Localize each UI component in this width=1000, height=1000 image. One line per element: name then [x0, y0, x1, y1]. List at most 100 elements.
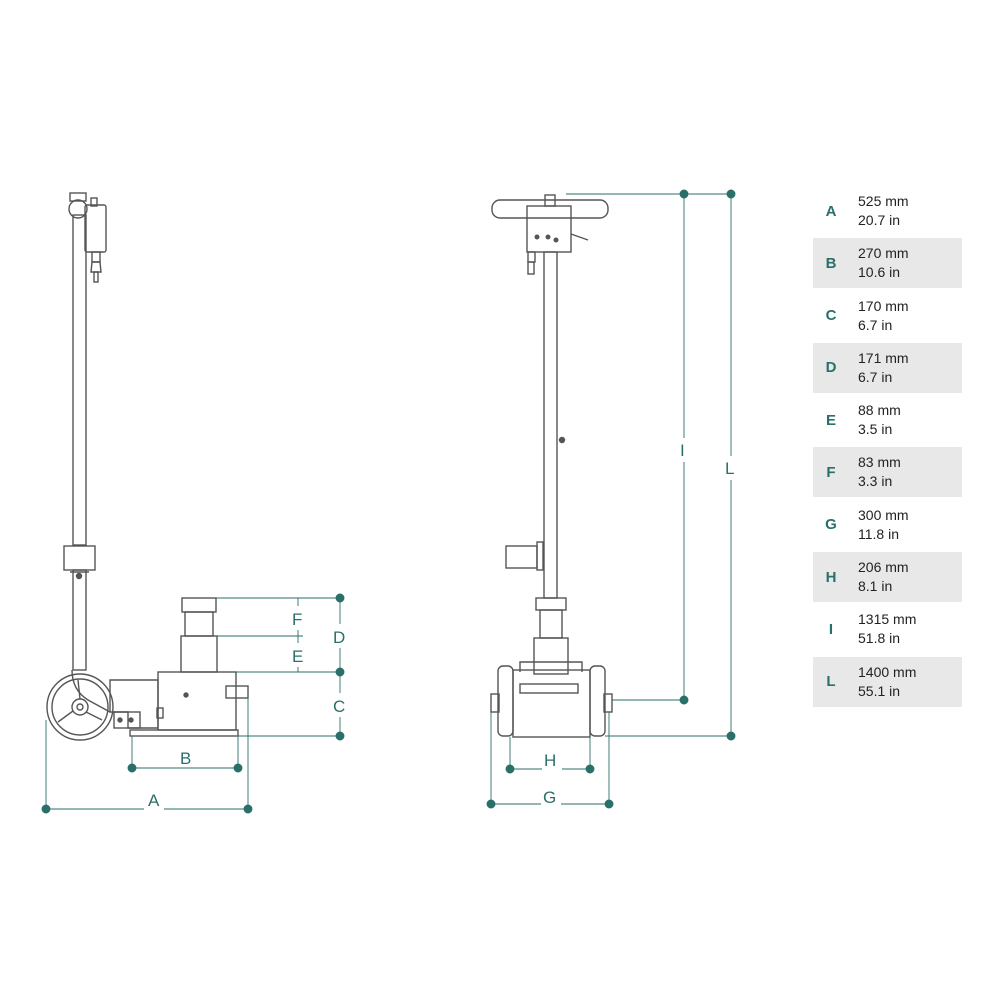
spec-in: 11.8 in	[858, 525, 899, 542]
dim-label-g: G	[543, 788, 556, 807]
side-saddle	[181, 597, 217, 613]
spec-in: 8.1 in	[858, 578, 893, 595]
front-valve-block	[526, 205, 572, 253]
spec-mm: 171 mm	[858, 349, 909, 366]
dim-d-top	[335, 593, 345, 603]
spec-row-c: C 170 mm 6.7 in	[813, 291, 962, 341]
spec-row-a: A 525 mm 20.7 in	[813, 186, 962, 236]
spec-mm: 270 mm	[858, 245, 909, 262]
side-handle-tube	[72, 214, 87, 546]
side-handle-grip	[68, 199, 88, 219]
spec-row-d: D 171 mm 6.7 in	[813, 342, 962, 393]
spec-values: 525 mm 20.7 in	[849, 192, 909, 230]
dim-g-start	[486, 799, 496, 809]
spec-row-f: F 83 mm 3.3 in	[813, 447, 962, 498]
spec-row-h: H 206 mm 8.1 in	[813, 552, 962, 603]
dim-label-b: B	[180, 749, 191, 768]
spec-row-b: B 270 mm 10.6 in	[813, 238, 962, 289]
spec-values: 171 mm 6.7 in	[849, 349, 909, 387]
spec-in: 3.3 in	[858, 473, 893, 490]
dim-label-d: D	[333, 628, 345, 647]
spec-key: A	[825, 202, 837, 220]
dim-c-bottom	[335, 731, 345, 741]
dim-i-top	[679, 189, 689, 199]
dim-b-start	[127, 763, 137, 773]
dim-l-top	[726, 189, 736, 199]
spec-values: 1400 mm 55.1 in	[849, 663, 916, 701]
spec-values: 300 mm 11.8 in	[849, 506, 909, 544]
dim-h-start	[505, 764, 515, 774]
front-shaft	[543, 251, 558, 599]
spec-in: 55.1 in	[858, 682, 901, 699]
spec-mm: 83 mm	[858, 454, 901, 471]
front-base-body	[512, 669, 591, 738]
spec-values: 206 mm 8.1 in	[849, 558, 909, 596]
dim-label-i: I	[680, 441, 685, 460]
spec-key: E	[825, 411, 836, 429]
spec-in: 6.7 in	[858, 368, 893, 385]
dim-b-end	[233, 763, 243, 773]
side-base-body	[109, 679, 159, 729]
dim-d-bottom	[335, 667, 345, 677]
dim-a-start	[41, 804, 51, 814]
spec-mm: 170 mm	[858, 297, 909, 314]
dim-label-f: F	[292, 610, 302, 629]
side-valve-box	[84, 204, 107, 253]
dimension-lines	[41, 189, 736, 814]
dim-i-bottom	[679, 695, 689, 705]
dim-label-l: L	[725, 459, 734, 478]
spec-key: H	[825, 568, 837, 586]
dim-label-h: H	[544, 751, 556, 770]
dim-label-a: A	[148, 791, 160, 810]
spec-table: A 525 mm 20.7 in B 270 mm 10.6 in C 170 mm 6.7 i…	[813, 186, 962, 709]
spec-row-g: G 300 mm 11.8 in	[813, 500, 962, 550]
front-bracket	[505, 545, 538, 569]
spec-in: 3.5 in	[858, 421, 893, 438]
side-wheel	[46, 673, 114, 741]
side-ram-lower	[184, 611, 214, 637]
dim-l-bottom	[726, 731, 736, 741]
front-handle-bar	[491, 199, 609, 219]
spec-row-e: E 88 mm 3.5 in	[813, 395, 962, 445]
side-handle-collar	[63, 545, 96, 571]
spec-key: L	[826, 673, 836, 691]
spec-key: G	[825, 516, 837, 534]
dim-label-e: E	[292, 647, 303, 666]
spec-in: 20.7 in	[858, 212, 901, 228]
spec-key: B	[825, 254, 837, 272]
front-view-jack	[490, 194, 613, 738]
dim-label-c: C	[333, 697, 345, 716]
side-cylinder-base	[157, 671, 237, 731]
spec-key: I	[828, 620, 834, 638]
spec-mm: 88 mm	[858, 402, 901, 419]
spec-row-l: L 1400 mm 55.1 in	[813, 656, 962, 707]
front-left-wheel	[497, 665, 514, 737]
spec-mm: 300 mm	[858, 506, 909, 523]
spec-mm: 525 mm	[858, 193, 909, 209]
dim-a-end	[243, 804, 253, 814]
spec-mm: 1400 mm	[858, 663, 917, 680]
spec-key: D	[825, 359, 837, 377]
spec-key: F	[826, 463, 836, 481]
spec-values: 88 mm 3.5 in	[849, 401, 901, 439]
spec-values: 83 mm 3.3 in	[849, 453, 901, 491]
front-right-wheel	[589, 665, 606, 737]
spec-values: 270 mm 10.6 in	[849, 244, 909, 282]
spec-in: 10.6 in	[858, 264, 901, 281]
side-handle-lower	[72, 569, 87, 671]
front-ram-lower	[533, 637, 569, 675]
spec-values: 170 mm 6.7 in	[849, 297, 909, 335]
dim-h-end	[585, 764, 595, 774]
side-view-jack	[46, 192, 249, 741]
side-ram	[180, 635, 218, 673]
dimension-letters: A B C D E F G H I L	[144, 438, 741, 811]
spec-mm: 206 mm	[858, 559, 909, 576]
spec-key: C	[825, 307, 837, 325]
spec-in: 6.7 in	[858, 316, 893, 333]
front-ram-collar	[535, 597, 567, 611]
spec-in: 51.8 in	[858, 630, 901, 647]
front-ram	[539, 609, 563, 639]
